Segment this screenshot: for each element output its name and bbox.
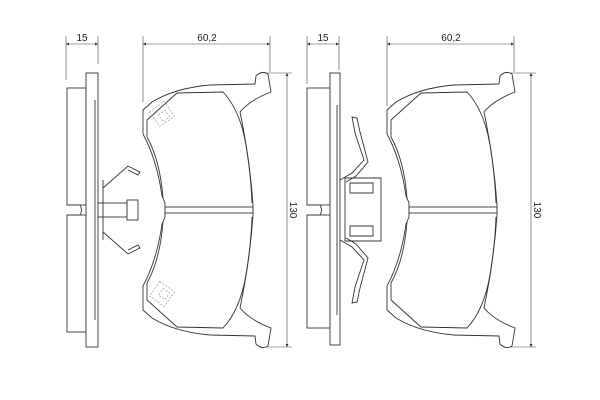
height-label: 130 [287,202,298,219]
dimensions: 15 60,2 130 [306,33,542,348]
center-slot [307,204,322,216]
height-label: 130 [531,202,542,219]
pad-drawing-right: 15 60,2 130 [306,33,542,349]
backing-plate [329,72,341,346]
pad-drawing-left: 15 60,2 130 [65,33,298,349]
wear-indicator-inner [157,287,171,301]
center-groove [408,206,498,214]
wear-indicator-outline [148,100,176,128]
side-view [306,72,382,346]
wear-indicator-inner [157,109,171,123]
spring-clip-top [339,116,369,183]
side-view [66,72,141,348]
width-label: 60,2 [441,33,461,44]
center-groove [164,206,254,214]
friction-block-bottom [306,214,331,329]
spring-clip-bottom [339,237,369,304]
wear-indicator-outline [148,280,176,308]
dimensions: 15 60,2 130 [65,33,298,348]
friction-block-top [66,87,87,206]
retaining-clip [102,165,141,255]
pad-front-view [386,71,516,349]
thickness-label: 15 [76,33,88,44]
clip-tab [126,199,139,221]
center-slot [67,204,82,216]
clip-stem [97,202,128,218]
pad-front-view [142,71,272,349]
clip-block [344,177,382,242]
friction-block-bottom [66,214,87,333]
friction-block-top [306,87,331,206]
width-label: 60,2 [197,33,217,44]
thickness-label: 15 [317,33,329,44]
backing-plate [85,72,99,348]
